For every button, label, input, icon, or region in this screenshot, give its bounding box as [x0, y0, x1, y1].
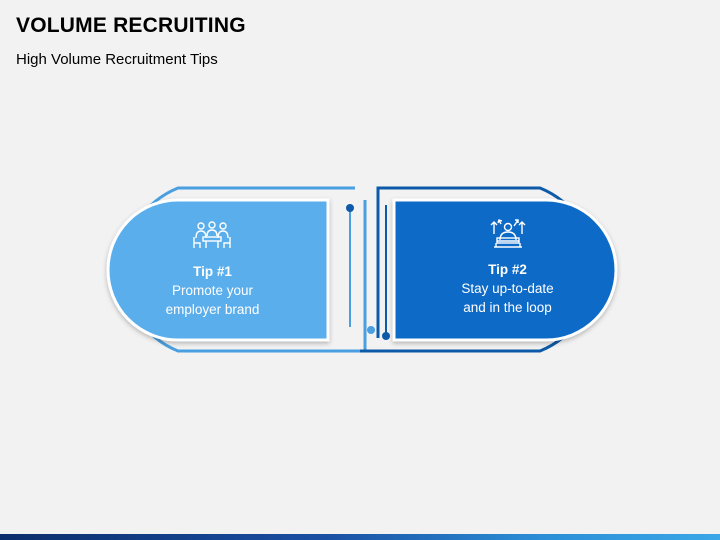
- page-title: VOLUME RECRUITING: [16, 14, 246, 37]
- tip2-line2: and in the loop: [463, 300, 552, 315]
- page-subtitle: High Volume Recruitment Tips: [16, 51, 218, 68]
- tip1-title: Tip #1: [193, 264, 232, 279]
- tip2-title: Tip #2: [488, 262, 527, 277]
- tip1-line2: employer brand: [165, 302, 260, 317]
- tip2-shape: [392, 198, 618, 342]
- tip1-shape: [106, 198, 330, 342]
- tip1-connector-dot-bottom: [367, 326, 375, 334]
- team-meeting-icon: [193, 221, 231, 248]
- tip1-line1: Promote your: [171, 283, 254, 298]
- tip2-line1: Stay up-to-date: [461, 281, 554, 296]
- tip2-card: Tip #2 Stay up-to-date and in the loop: [425, 260, 590, 317]
- footer-bar: [0, 534, 720, 540]
- tip2-connector-dot-bottom: [382, 332, 390, 340]
- tip1-connector-dot-top: [346, 204, 354, 212]
- tip1-card: Tip #1 Promote your employer brand: [130, 262, 295, 319]
- person-growth-icon: [490, 219, 526, 248]
